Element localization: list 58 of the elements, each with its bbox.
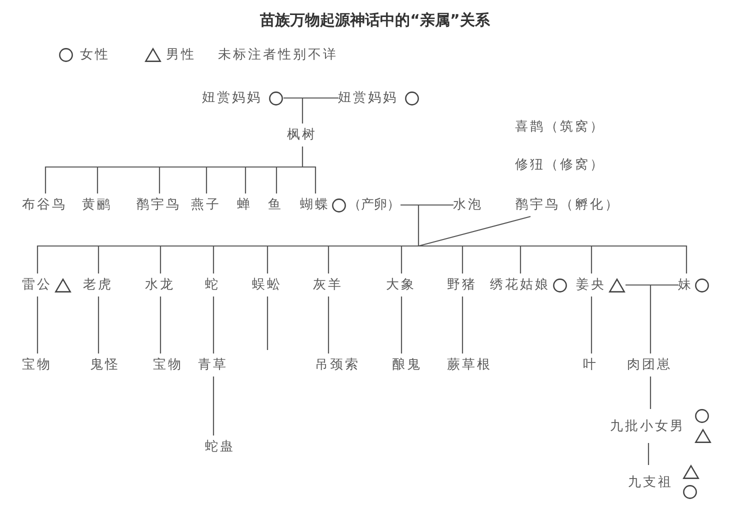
name-label: 酿鬼	[392, 356, 422, 374]
name-label: 宝物	[22, 356, 52, 374]
name-label: 老虎	[83, 276, 113, 294]
name-label: 蕨草根	[447, 356, 492, 374]
connector-line	[98, 296, 100, 354]
connector-line	[36, 204, 688, 274]
name-label: 雷公	[22, 276, 52, 294]
note-text: 未标注者性别不详	[218, 48, 338, 62]
name-label: 鬼怪	[90, 356, 120, 374]
name-label: 水泡	[453, 196, 483, 214]
name-label: 九支祖	[628, 474, 673, 492]
name-label: 叶	[583, 356, 598, 374]
name-label: 蛇蛊	[205, 438, 235, 456]
name-label: 绣花姑娘	[490, 276, 550, 294]
note-text: 修狃（修窝）	[515, 158, 605, 172]
connector-line	[328, 296, 330, 354]
name-label: 九批小女男	[610, 418, 685, 436]
name-label: 鹡宇鸟	[136, 196, 181, 214]
name-label: 野猪	[447, 276, 477, 294]
name-label: 妞赏妈妈	[202, 90, 262, 108]
connector-line	[400, 296, 402, 354]
connector-line	[462, 296, 464, 354]
name-label: 黄鹂	[82, 196, 112, 214]
connector-line	[160, 296, 162, 354]
name-label: 姜央	[576, 276, 606, 294]
name-label: 妹	[678, 276, 693, 294]
connector-line	[624, 284, 680, 354]
name-label: 肉团崽	[627, 356, 672, 374]
connector-line	[648, 443, 650, 465]
note-label: （产卵）	[348, 196, 400, 214]
name-label: 布谷鸟	[22, 196, 67, 214]
connector-line	[590, 296, 592, 354]
connector-line	[212, 296, 214, 354]
connector-line	[282, 97, 340, 124]
legend-label: 女性	[80, 48, 110, 62]
legend-label: 男性	[166, 48, 196, 62]
note-text: 喜鹊（筑窝）	[515, 120, 605, 134]
name-label: 燕子	[191, 196, 221, 214]
name-label: 蝉	[237, 196, 252, 214]
connector-line	[36, 296, 38, 354]
name-label: 蜈蚣	[252, 276, 282, 294]
name-label: 大象	[386, 276, 416, 294]
name-label: 蝴蝶	[300, 196, 330, 214]
name-label: 鱼	[268, 196, 283, 214]
name-label: 妞赏妈妈	[338, 90, 398, 108]
name-label: 灰羊	[313, 276, 343, 294]
name-label: 青草	[198, 356, 228, 374]
name-label: 水龙	[145, 276, 175, 294]
connector-line	[266, 296, 268, 350]
connector-line	[212, 376, 214, 436]
connector-line	[44, 146, 316, 194]
name-label: 鹡宇鸟（孵化）	[515, 196, 620, 214]
connector-line	[650, 376, 652, 409]
title: 苗族万物起源神话中的“亲属”关系	[260, 11, 490, 30]
name-label: 宝物	[153, 356, 183, 374]
name-label: 吊颈索	[315, 356, 360, 374]
name-label: 枫树	[287, 126, 317, 144]
name-label: 蛇	[205, 276, 220, 294]
